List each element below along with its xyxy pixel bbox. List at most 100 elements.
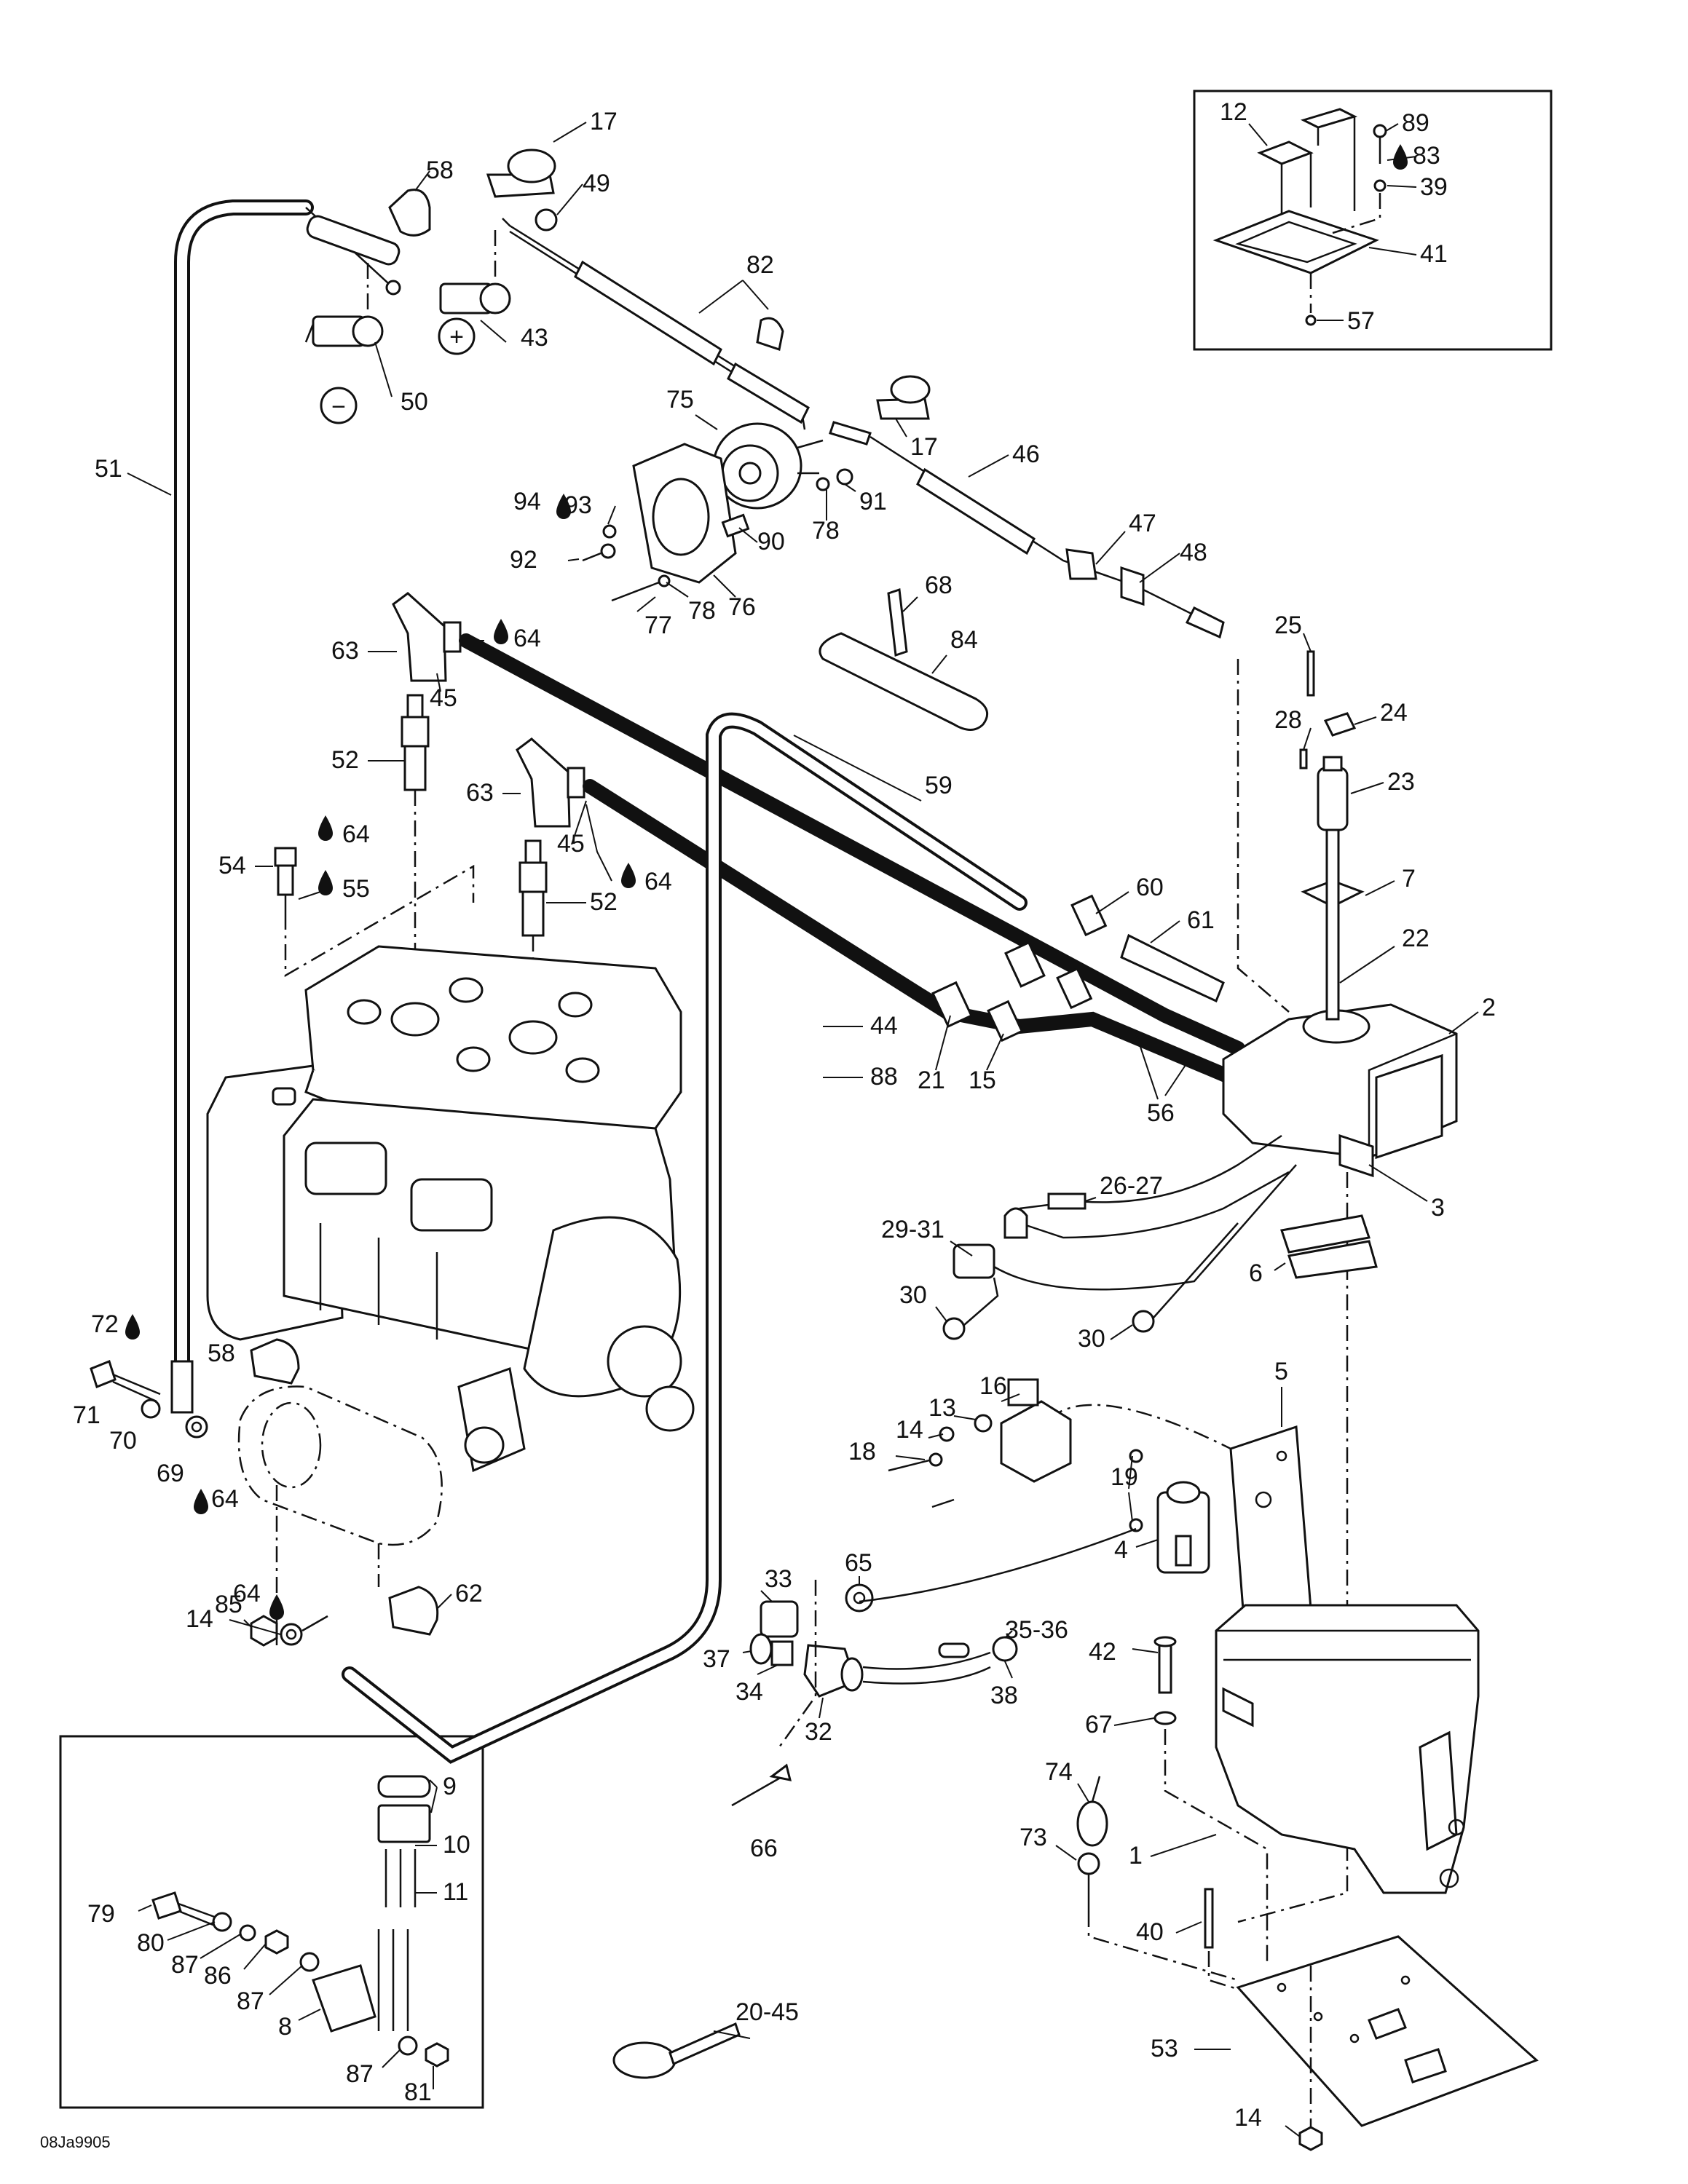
callout-33: 33	[765, 1565, 792, 1593]
callout-73: 73	[1019, 1824, 1047, 1851]
callout-10: 10	[443, 1831, 470, 1859]
callout-93: 93	[564, 491, 592, 519]
bolt-71	[90, 1360, 161, 1403]
callout-49: 49	[583, 170, 610, 197]
callout-14: 14	[186, 1605, 213, 1633]
grommet-15	[987, 1000, 1024, 1042]
callout-53: 53	[1151, 2035, 1178, 2062]
clamp-74	[1076, 1776, 1108, 1847]
callout-65: 65	[845, 1549, 872, 1577]
negative-symbol: −	[331, 393, 346, 421]
screw-locator-line	[1164, 1729, 1269, 1966]
callout-16: 16	[979, 1372, 1007, 1400]
callout-69: 69	[157, 1460, 184, 1487]
callout-76: 76	[728, 593, 756, 621]
nut-49	[535, 208, 558, 232]
wire-35-36	[859, 1527, 1137, 1685]
callout-17: 17	[590, 108, 618, 135]
screw	[385, 280, 401, 296]
callout-83: 83	[1413, 142, 1440, 170]
connector-inset-frame	[59, 1735, 484, 2109]
callout-labels: 17 58 49 82 43 50 51 75 17 46 94 93 91 7…	[73, 98, 1496, 2132]
callout-18: 18	[848, 1438, 876, 1465]
grommet-lower	[1056, 967, 1093, 1010]
callout-7: 7	[1402, 865, 1416, 893]
callout-64: 64	[644, 868, 672, 895]
callout-57: 57	[1347, 307, 1375, 335]
callout-44: 44	[870, 1012, 898, 1040]
callout-87: 87	[346, 2060, 374, 2088]
spark-plug-cap-63-lower	[516, 737, 585, 828]
callout-77: 77	[644, 612, 672, 639]
nut-14-base	[1298, 2126, 1323, 2151]
bolt-73	[1077, 1852, 1100, 1911]
tie-wrap-66	[731, 1763, 792, 1807]
callout-45: 45	[430, 684, 457, 712]
ring-terminal-30-left	[942, 1277, 999, 1340]
cable-protector-84	[819, 587, 989, 731]
pin-28	[1299, 748, 1308, 769]
callout-9: 9	[443, 1773, 457, 1800]
callout-37: 37	[703, 1645, 730, 1673]
battery-holder-inset-parts	[1212, 108, 1387, 326]
callout-11: 11	[443, 1878, 468, 1906]
battery-clamp-positive-43	[439, 226, 511, 314]
drop-icon	[125, 1314, 140, 1340]
seal-37	[749, 1633, 773, 1665]
callout-88: 88	[870, 1063, 898, 1091]
callout-25: 25	[1274, 612, 1302, 639]
terminal-29-31	[953, 1164, 1297, 1291]
callout-2: 2	[1482, 994, 1496, 1021]
terminal-boot-62	[388, 1586, 439, 1636]
starter-cable-46	[829, 421, 1225, 639]
positive-symbol: +	[449, 323, 464, 351]
callout-52: 52	[590, 888, 618, 916]
washer-93	[602, 524, 617, 539]
callout-48: 48	[1180, 539, 1207, 566]
callout-92: 92	[510, 546, 537, 574]
callout-91: 91	[859, 488, 887, 515]
callout-70: 70	[109, 1427, 137, 1455]
starter-solenoid-75	[712, 422, 824, 510]
spark-plug-52-lower	[518, 839, 548, 937]
screw-19	[1129, 1449, 1143, 1532]
screw-92	[582, 543, 616, 562]
callout-75: 75	[666, 386, 694, 414]
terminal-boot-17-top	[486, 149, 556, 198]
terminal-boot-58-lower	[250, 1338, 300, 1385]
nut-14	[250, 1615, 278, 1647]
temperature-sensor-54	[274, 847, 297, 914]
callout-94: 94	[513, 488, 541, 515]
callout-85: 85	[215, 1591, 242, 1618]
callout-45: 45	[557, 830, 585, 858]
drop-icon	[269, 1594, 284, 1620]
pin-25	[1306, 650, 1315, 697]
bushing-13	[974, 1414, 993, 1433]
callout-30: 30	[899, 1281, 927, 1309]
grommet-60	[1070, 894, 1108, 937]
callout-29-31: 29-31	[881, 1216, 944, 1243]
terminal-boot-17	[876, 375, 931, 420]
drop-icon	[1393, 144, 1408, 170]
callout-58: 58	[208, 1340, 235, 1367]
screw-18	[888, 1452, 955, 1508]
callout-32: 32	[805, 1718, 832, 1746]
callout-61: 61	[1187, 906, 1215, 934]
screw-77	[611, 574, 671, 602]
callout-64: 64	[513, 625, 541, 652]
drop-icon	[621, 863, 636, 888]
callout-38: 38	[990, 1682, 1018, 1709]
bracket-locator-line	[1048, 1404, 1231, 1450]
callout-42: 42	[1089, 1638, 1116, 1666]
callout-12: 12	[1220, 98, 1247, 126]
washer-67	[1153, 1711, 1177, 1725]
spark-plug-52-upper	[401, 694, 430, 791]
callout-23: 23	[1387, 768, 1415, 796]
tie-wrap-20-45	[612, 2022, 741, 2079]
callout-20-45: 20-45	[735, 1998, 799, 2026]
callout-22: 22	[1402, 925, 1429, 952]
callout-79: 79	[87, 1900, 115, 1928]
callout-63: 63	[331, 637, 359, 665]
callout-71: 71	[73, 1401, 100, 1429]
grommet-21	[931, 981, 973, 1028]
